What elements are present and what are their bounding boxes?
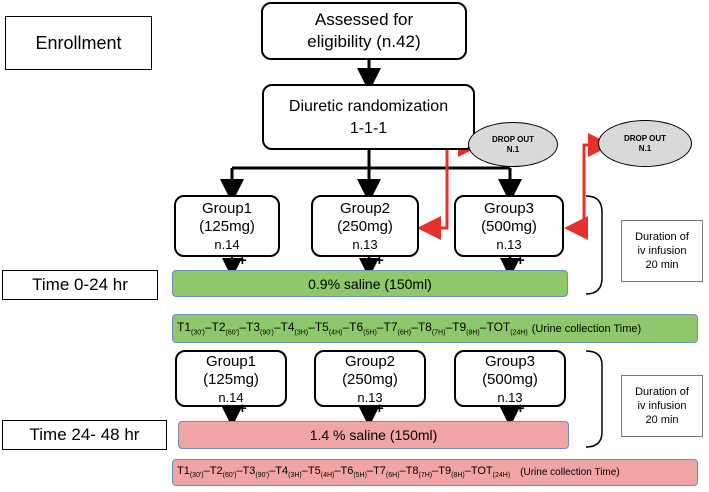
timepoint-sequence: T1(30')–T2(60')–T3(90')–T4(3H)–T5(4H)–T6… — [177, 465, 510, 479]
timepoint-sub: (30') — [189, 472, 204, 480]
timepoint-label: T2 — [211, 320, 226, 335]
phase2-time-label: Time 24- 48 hr — [2, 420, 167, 450]
timepoint-sub: (90') — [255, 472, 270, 480]
timepoint-label: T9 — [452, 320, 467, 335]
bracket-phase1 — [585, 195, 603, 295]
phase2-group2-box: Group2 (250mg) n.13 — [314, 350, 426, 407]
plus-sign: + — [375, 400, 384, 417]
timepoint-separator: – — [204, 320, 212, 335]
timepoint-separator: – — [399, 465, 406, 478]
phase1-duration-box: Duration of iv infusion 20 min — [621, 220, 703, 282]
phase1-urine-timeline: T1(30')–T2(60')–T3(90')–T4(3H)–T5(4H)–T6… — [172, 314, 698, 343]
timepoint-separator: – — [366, 465, 374, 478]
timepoint-label: T7 — [383, 320, 398, 335]
timepoint-separator: – — [334, 465, 341, 478]
plus-sign: + — [238, 400, 247, 417]
timepoint-sub: (3H) — [294, 329, 309, 337]
dropout-right-ellipse: DROP OUT N.1 — [598, 120, 692, 167]
timepoint-sequence: T1(30')–T2(60')–T3(90')–T4(3H)–T5(4H)–T6… — [177, 320, 528, 336]
timepoint-sub: (8H) — [466, 329, 480, 337]
phase2-urine-timeline: T1(30')–T2(60')–T3(90')–T4(3H)–T5(4H)–T6… — [172, 459, 698, 486]
timepoint-separator: – — [479, 320, 487, 335]
timepoint-sub: (7H) — [431, 329, 446, 337]
timepoint-separator: – — [411, 320, 418, 335]
timepoint-label: T1 — [177, 320, 192, 335]
timepoint-separator: – — [236, 465, 243, 478]
timepoint-separator: – — [464, 465, 471, 478]
timepoint-sub: (5H) — [363, 329, 377, 337]
randomization-box: Diuretic randomization 1-1-1 — [262, 84, 475, 150]
timepoint-sub: (3H) — [288, 472, 302, 480]
timepoint-separator: – — [342, 320, 350, 335]
phase2-group3-box: Group3 (500mg) n.13 — [454, 350, 566, 407]
timepoint-sub: (6H) — [385, 472, 400, 480]
timepoint-sub: (90') — [260, 329, 274, 337]
phase1-group3-box: Group3 (500mg) n.13 — [454, 195, 564, 257]
timepoint-label: T4 — [275, 465, 289, 478]
phase1-time-label: Time 0-24 hr — [2, 270, 158, 300]
phase1-group2-box: Group2 (250mg) n.13 — [311, 195, 419, 257]
phase1-group1-box: Group1 (125mg) n.14 — [174, 195, 280, 257]
plus-sign: + — [516, 400, 525, 417]
phase2-duration-box: Duration of iv infusion 20 min — [621, 375, 703, 437]
timepoint-separator: – — [203, 465, 210, 478]
enrollment-label: Enrollment — [5, 16, 152, 70]
dropout-left-ellipse: DROP OUT N.1 — [468, 122, 558, 167]
assessed-box: Assessed for eligibility (n.42) — [261, 2, 467, 60]
timepoint-label: TOT — [486, 320, 511, 335]
timepoint-sub: (60') — [222, 472, 237, 480]
timepoint-sub: (4H) — [328, 329, 343, 337]
dropout-arrow-group3 — [570, 133, 612, 230]
timepoint-sub: (7H) — [418, 472, 433, 480]
timepoint-separator: – — [308, 320, 315, 335]
timepoint-separator: – — [432, 465, 439, 478]
timepoint-sub: (60') — [225, 329, 240, 337]
timepoint-label: T9 — [438, 465, 452, 478]
timepoint-label: TOT — [470, 465, 493, 478]
timepoint-label: T6 — [340, 465, 354, 478]
phase2-saline-bar: 1.4 % saline (150ml) — [178, 421, 569, 449]
timepoint-label: T2 — [209, 465, 223, 478]
timepoint-sub: (30') — [191, 329, 205, 337]
timepoint-sub: (8H) — [451, 472, 465, 480]
timepoint-label: T4 — [280, 320, 295, 335]
plus-sign: + — [516, 252, 525, 269]
timepoint-label: T5 — [307, 465, 321, 478]
timepoint-separator: – — [445, 320, 453, 335]
timepoint-separator: – — [269, 465, 276, 478]
timepoint-label: T3 — [242, 465, 256, 478]
timepoint-sub: (24H) — [510, 329, 528, 337]
timepoint-separator: – — [301, 465, 308, 478]
timepoint-label: T1 — [177, 465, 190, 478]
timepoint-label: T8 — [417, 320, 432, 335]
phase2-group1-box: Group1 (125mg) n.14 — [175, 350, 287, 407]
phase1-saline-bar: 0.9% saline (150ml) — [172, 270, 568, 297]
bracket-phase2 — [585, 350, 603, 448]
timepoint-label: T3 — [246, 320, 261, 335]
timepoint-label: T6 — [349, 320, 364, 335]
timepoint-label: T7 — [373, 465, 386, 478]
timepoint-separator: – — [239, 320, 246, 335]
timepoint-separator: – — [376, 320, 384, 335]
timepoint-label: T8 — [405, 465, 419, 478]
timepoint-label: T5 — [314, 320, 329, 335]
timepoint-separator: – — [273, 320, 281, 335]
timepoint-sub: (24H) — [492, 472, 511, 480]
timepoint-sub: (4H) — [320, 472, 335, 480]
plus-sign: + — [375, 252, 384, 269]
timepoint-sub: (6H) — [397, 329, 412, 337]
plus-sign: + — [238, 252, 247, 269]
timepoint-sub: (5H) — [353, 472, 367, 480]
